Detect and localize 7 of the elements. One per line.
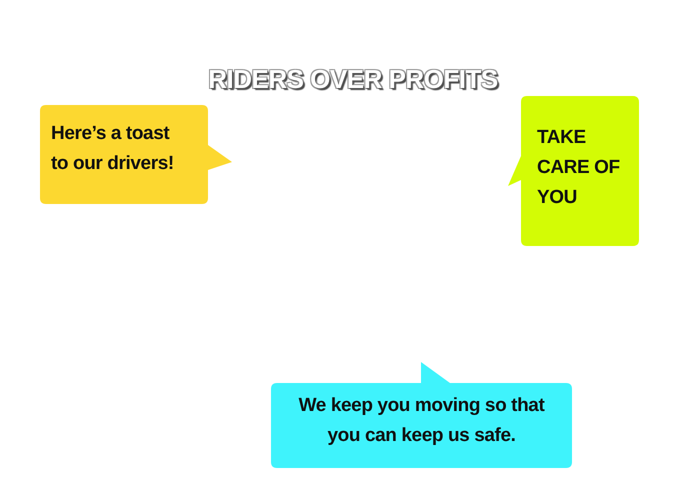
bubble-text: Here’s a toast to our drivers! bbox=[51, 122, 175, 176]
bubble-text: TAKE CARE OF YOU bbox=[537, 126, 621, 210]
speech-bubble bbox=[271, 362, 573, 468]
title: RIDERS OVER PROFITS bbox=[207, 64, 500, 95]
bubble-text: We keep you moving so that you can keep us safe. bbox=[298, 394, 546, 448]
speech-bubble bbox=[508, 96, 639, 247]
speech-bubble bbox=[40, 105, 232, 205]
